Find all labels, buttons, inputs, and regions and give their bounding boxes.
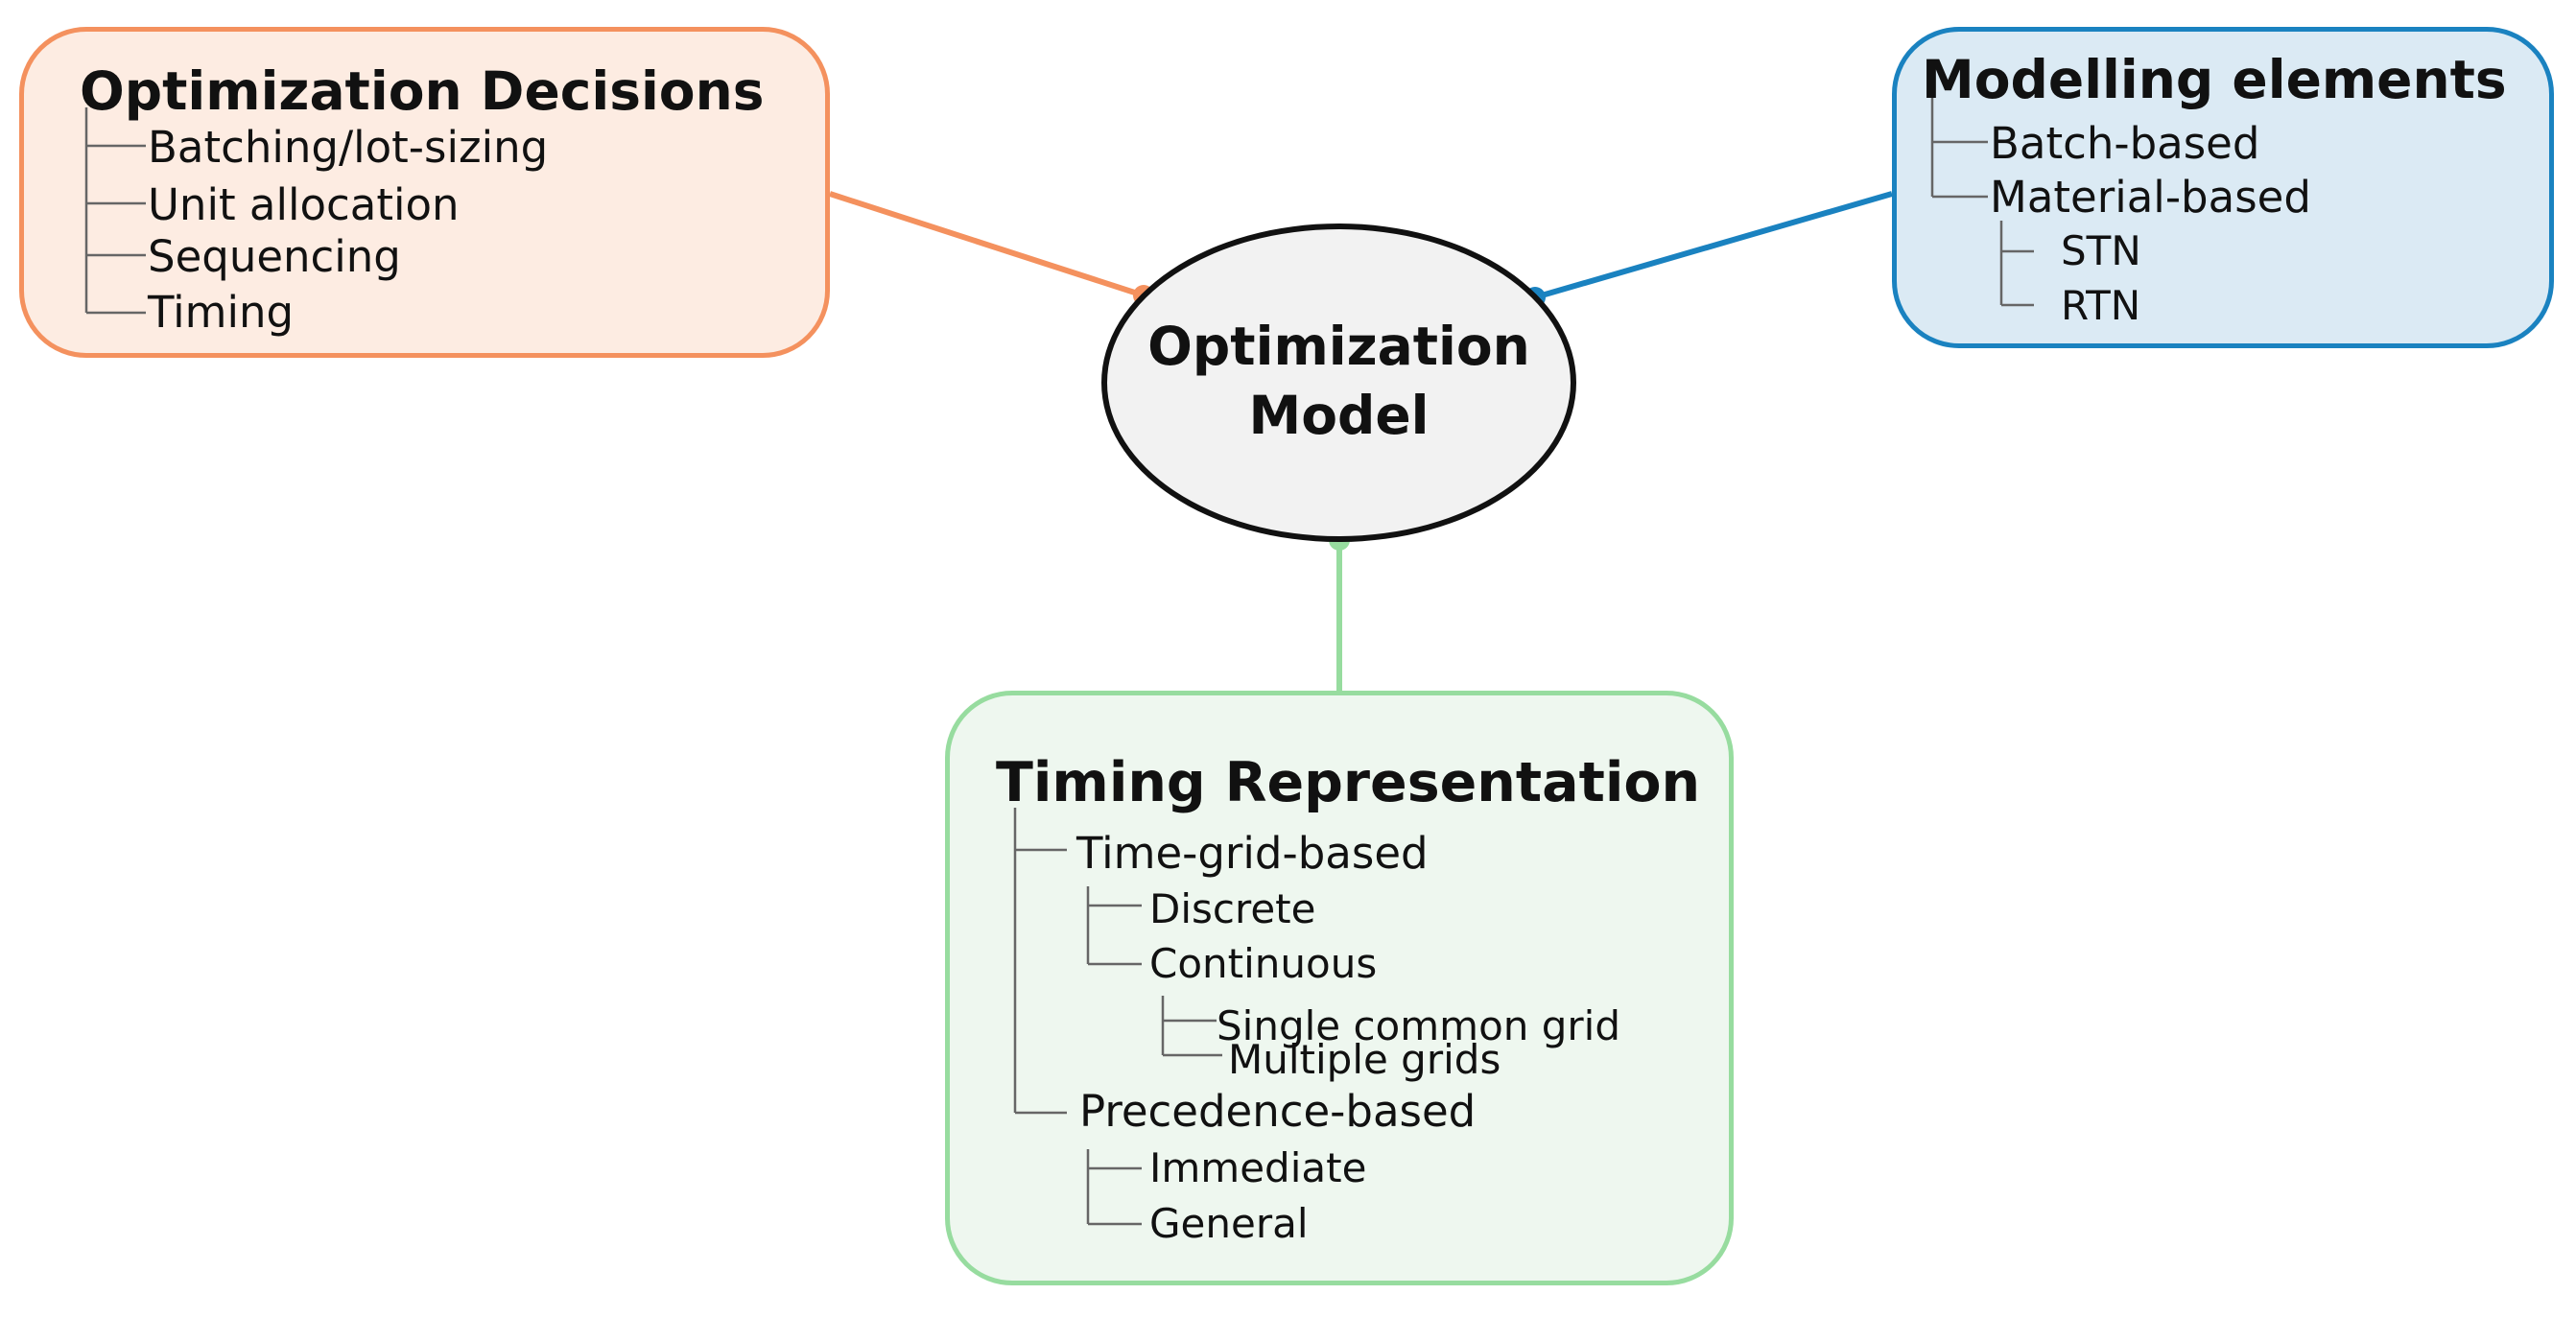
- tree-lines-timing-representation: [1013, 808, 1222, 1226]
- list-item: Single common grid: [1217, 1002, 1621, 1049]
- list-item: Sequencing: [148, 231, 401, 282]
- list-item: Multiple grids: [1228, 1036, 1501, 1083]
- tree-lines-modelling-elements: [1930, 98, 2034, 307]
- list-item: Batch-based: [1990, 118, 2260, 169]
- node-timing-representation: [945, 691, 1734, 1285]
- center-label-line2: Model: [1248, 385, 1430, 446]
- list-item: General: [1149, 1200, 1309, 1247]
- connector-modelling-elements: [1534, 191, 1893, 300]
- center-node-optimization-model: [1101, 224, 1576, 542]
- tree-lines-optimization-decisions: [84, 107, 146, 315]
- node-title: Modelling elements: [1922, 49, 2507, 110]
- list-item: Material-based: [1990, 172, 2311, 223]
- list-item: Immediate: [1149, 1144, 1367, 1191]
- center-label-line1: Optimization: [1147, 316, 1530, 377]
- list-item: Precedence-based: [1079, 1086, 1477, 1137]
- center-node-label: Optimization Model: [1101, 312, 1576, 450]
- list-item: STN: [2061, 227, 2141, 274]
- node-optimization-decisions: [19, 27, 830, 358]
- list-item: Timing: [148, 287, 295, 338]
- list-item: Continuous: [1149, 940, 1378, 987]
- list-item: Discrete: [1149, 885, 1316, 932]
- list-item: Time-grid-based: [1076, 828, 1429, 879]
- connector-optimization-decisions: [829, 191, 1145, 298]
- list-item: Batching/lot-sizing: [148, 122, 549, 173]
- node-title: Optimization Decisions: [80, 60, 765, 122]
- list-item: RTN: [2061, 282, 2141, 329]
- node-title: Timing Representation: [996, 751, 1701, 814]
- list-item: Unit allocation: [148, 179, 460, 230]
